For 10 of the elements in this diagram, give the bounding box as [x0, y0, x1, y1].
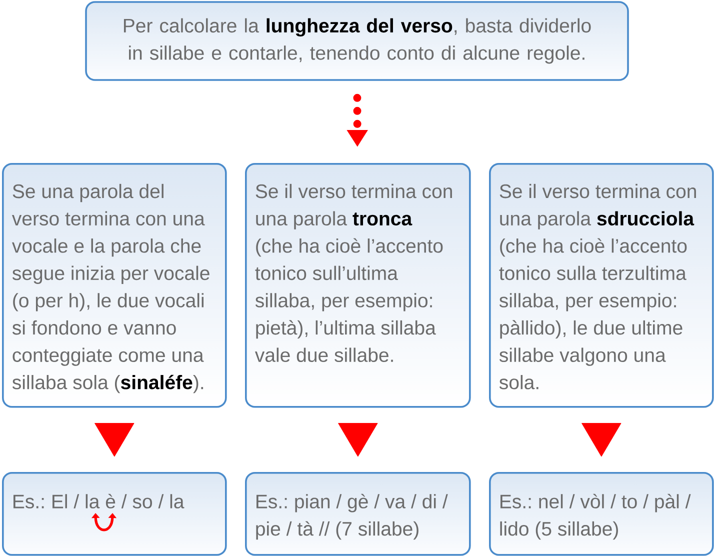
- intro-box: Per calcolare la lunghezza del verso, basta dividerlo in sillabe e contarle, tenendo conto di alcune regole.: [85, 1, 629, 81]
- rule-box: Se il verso termina con una parola sdrucciola (che ha cioè l’accento tonico sulla terzultima sillaba, per esempio: pàllido), le due ultime sillabe valgono una sola.: [489, 163, 714, 408]
- rule-box: Se il verso termina con una parola tronca (che ha cioè l’accento tonico sull’ultima sillaba, per esempio: pietà), l’ultima sillaba vale due sillabe.: [245, 163, 471, 408]
- example-box: Es.: pian / gè / va / di / pie / tà // (7 sillabe): [245, 472, 471, 556]
- example-box: Es.: nel / vòl / to / pàl / lido (5 sillabe): [489, 472, 714, 556]
- example-box: Es.: El / la è / so / la: [2, 472, 227, 556]
- arrow: [582, 422, 622, 457]
- arrow: [338, 422, 378, 457]
- arrow: [94, 422, 134, 457]
- rule-box: Se una parola del verso termina con una vocale e la parola che segue inizia per vocale (o per h), le due vocali si fondono e vanno conteggiate come una sillaba sola (sinaléfe).: [2, 163, 227, 408]
